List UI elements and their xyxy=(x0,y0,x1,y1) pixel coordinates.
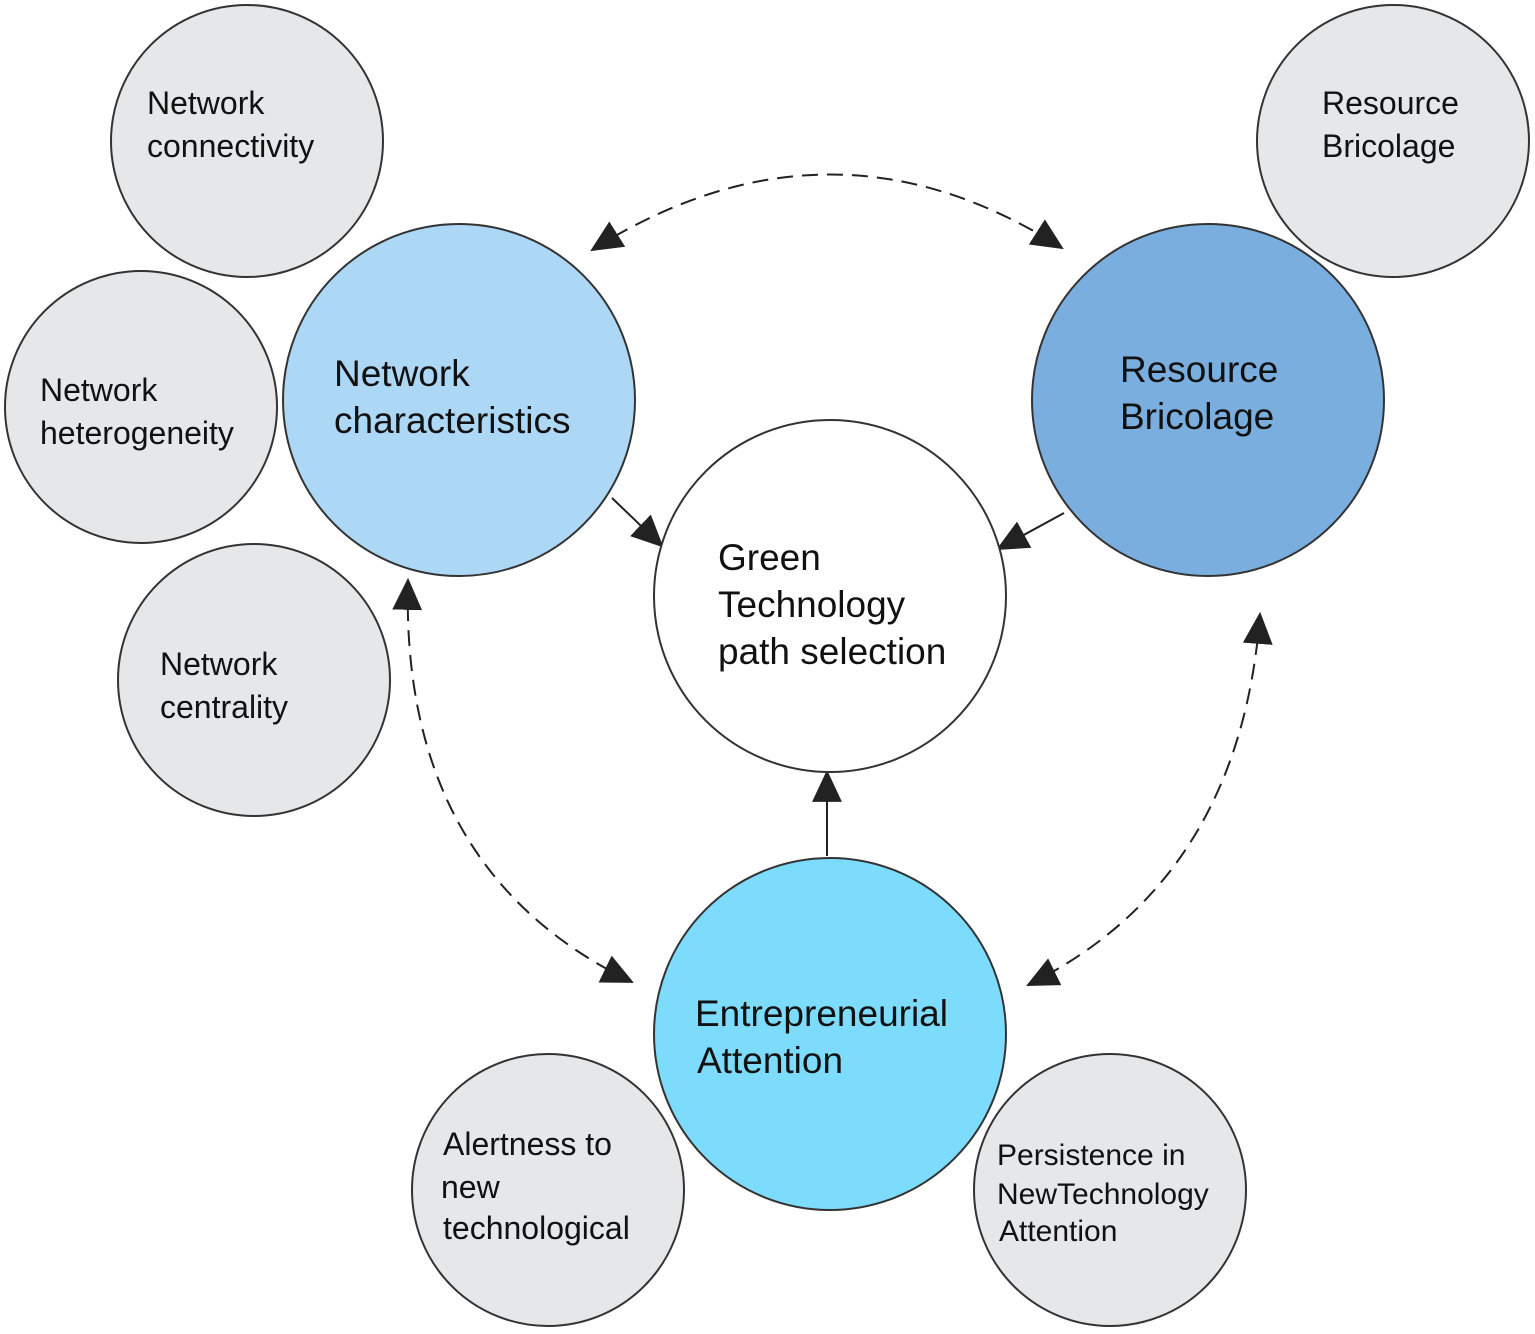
svg-text:Green Technology p: Green Technology path selection xyxy=(718,537,946,672)
sub-node-circle xyxy=(1256,4,1530,278)
node-entrepreneurial-attention: Entrepreneurial Attention xyxy=(653,857,1007,1211)
sub-node-line: Bricolage xyxy=(1322,128,1455,164)
arrow-network-to-center xyxy=(611,497,664,548)
node-green-technology-path-selection: Green Technology path selection xyxy=(653,419,1007,773)
node-line: Technology xyxy=(718,584,906,625)
svg-text:Network connectivity: Network connectivity xyxy=(147,85,314,164)
node-line: Bricolage xyxy=(1120,396,1274,437)
node-line: path selection xyxy=(718,631,946,672)
sub-node-line: Network xyxy=(40,372,158,408)
svg-text:Network heterogeneity: Network heterogeneity xyxy=(40,372,234,451)
dashed-arrow-network-attention xyxy=(392,577,634,983)
sub-node-persistence: Persistence in NewTechnology Attention xyxy=(973,1053,1247,1327)
sub-node-network-heterogeneity: Network heterogeneity xyxy=(4,270,278,544)
svg-text:Alertness to new t: Alertness to new technological xyxy=(441,1126,630,1246)
sub-node-line: heterogeneity xyxy=(40,415,234,451)
node-line: Green xyxy=(718,537,821,578)
node-line: characteristics xyxy=(334,400,570,441)
sub-node-line: centrality xyxy=(160,689,288,725)
svg-text:Entrepreneurial Attentio: Entrepreneurial Attention xyxy=(695,993,958,1081)
sub-node-circle xyxy=(973,1053,1247,1327)
node-circle xyxy=(653,419,1007,773)
svg-text:Resource Bricolage: Resource Bricolage xyxy=(1120,349,1289,437)
sub-node-circle xyxy=(411,1053,685,1327)
node-resource-bricolage: Resource Bricolage xyxy=(1031,223,1385,577)
sub-node-circle xyxy=(4,270,278,544)
node-circle xyxy=(1031,223,1385,577)
svg-text:Network characteristics: Network characteristics xyxy=(334,353,570,441)
node-line: Resource xyxy=(1120,349,1278,390)
node-circle xyxy=(282,223,636,577)
sub-node-line: new xyxy=(441,1169,501,1205)
sub-node-line: Network xyxy=(160,646,278,682)
connectors xyxy=(392,173,1273,986)
sub-node-line: Resource xyxy=(1322,85,1459,121)
sub-node-network-connectivity: Network connectivity xyxy=(110,4,384,278)
sub-node-resource-bricolage: Resource Bricolage xyxy=(1256,4,1530,278)
sub-node-circle xyxy=(110,4,384,278)
arrow-resource-to-center xyxy=(996,512,1065,551)
svg-text:Network centrality: Network centrality xyxy=(160,646,288,725)
sub-node-line: Attention xyxy=(999,1215,1117,1248)
node-line: Network xyxy=(334,353,470,394)
node-circle xyxy=(653,857,1007,1211)
sub-node-line: connectivity xyxy=(147,128,314,164)
sub-node-circle xyxy=(117,543,391,817)
dashed-arrow-network-resource xyxy=(590,173,1064,252)
sub-node-alertness: Alertness to new technological xyxy=(411,1053,685,1327)
sub-node-line: technological xyxy=(443,1210,630,1246)
sub-node-line: Persistence in xyxy=(997,1139,1185,1172)
svg-text:Persistence in NewTechno: Persistence in NewTechnology Attention xyxy=(997,1139,1217,1248)
sub-node-line: NewTechnology xyxy=(997,1178,1209,1211)
dashed-arrow-resource-attention xyxy=(1026,611,1273,986)
sub-node-line: Network xyxy=(147,85,265,121)
sub-node-network-centrality: Network centrality xyxy=(117,543,391,817)
svg-text:Resource Bricolage: Resource Bricolage xyxy=(1322,85,1468,164)
node-line: Attention xyxy=(697,1040,843,1081)
node-line: Entrepreneurial xyxy=(695,993,948,1034)
sub-node-line: Alertness to xyxy=(443,1126,612,1162)
node-network-characteristics: Network characteristics xyxy=(282,223,636,577)
